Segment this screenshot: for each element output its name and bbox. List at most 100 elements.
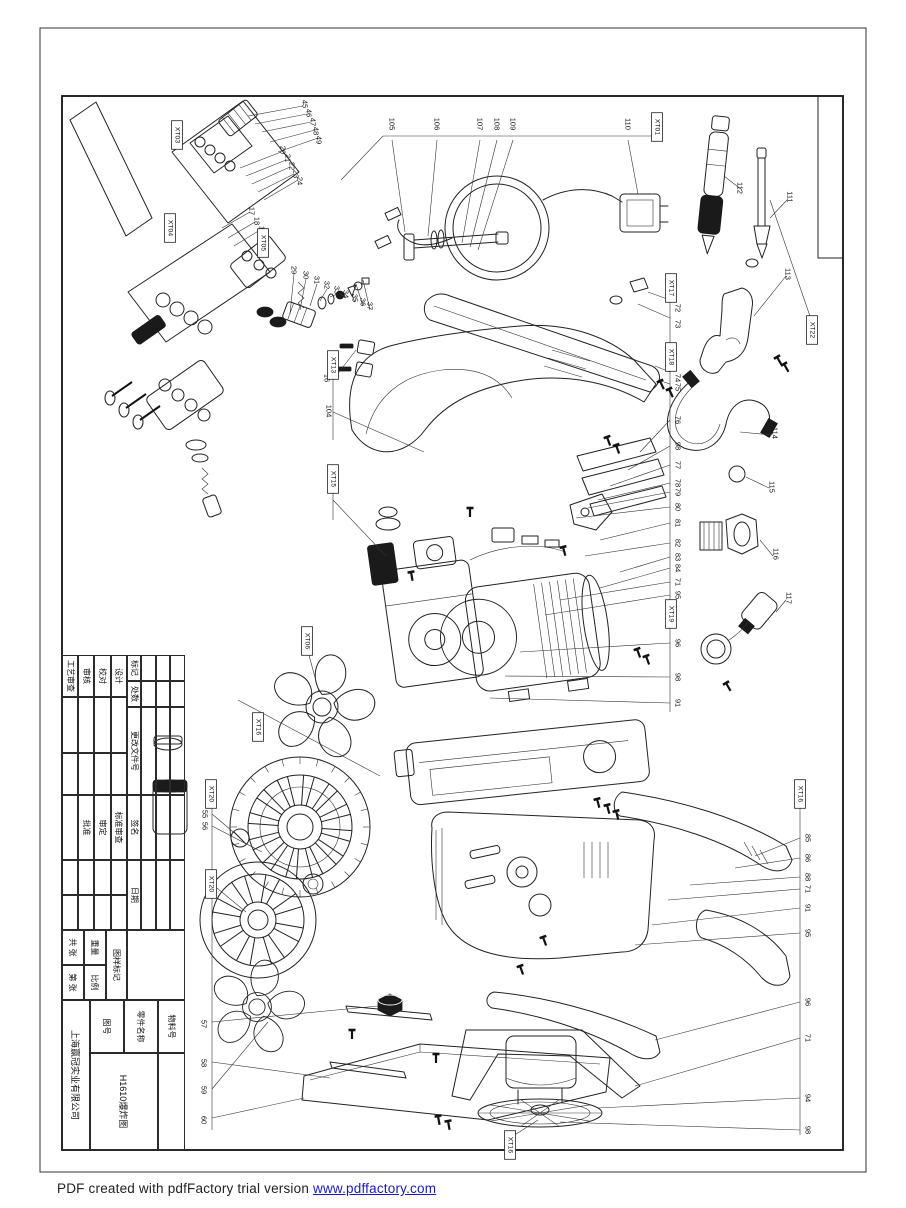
assembly-ref-label: XT16 xyxy=(504,1130,516,1160)
pump-motor-assembly xyxy=(152,506,610,835)
svg-text:XT15: XT15 xyxy=(330,471,337,487)
callout-number: 80 xyxy=(674,503,683,511)
callout-number: 83 xyxy=(674,553,683,561)
title-block-cell-audit: 审核 xyxy=(78,655,95,697)
screw xyxy=(780,361,790,373)
callout-number: 95 xyxy=(674,591,683,599)
assembly-ref-label: XT03 xyxy=(171,120,183,150)
callout-number: 71 xyxy=(804,885,813,893)
callout-number: 35 xyxy=(351,294,360,302)
callout-number: 24 xyxy=(296,177,305,185)
assembly-ref-label: XT18 xyxy=(665,342,677,372)
spray-accessories xyxy=(667,115,778,665)
callout-number: 59 xyxy=(200,1086,209,1094)
assembly-ref-label: XT13 xyxy=(327,350,339,380)
callout-number: 46 xyxy=(305,109,314,117)
callout-number: 55 xyxy=(201,810,210,818)
screw xyxy=(612,808,620,820)
callout-number: 113 xyxy=(784,268,793,280)
screw xyxy=(656,378,665,390)
callout-number: 76 xyxy=(674,416,683,424)
screw xyxy=(466,506,474,517)
screw xyxy=(603,802,611,814)
exploded-parts-art: 1051061071081091101111121131141151161177… xyxy=(69,99,818,1160)
callout-number: 18 xyxy=(253,217,262,225)
screw xyxy=(722,680,732,692)
title-block-cell xyxy=(94,753,111,795)
title-block-cell xyxy=(141,655,156,681)
callout-number: 91 xyxy=(674,699,683,707)
callout-number: 115 xyxy=(768,481,777,493)
title-block-cell xyxy=(156,707,171,795)
title-block-cell xyxy=(62,860,79,895)
callout-leader-lines xyxy=(211,105,813,1139)
assembly-ref-label: XT22 xyxy=(806,315,818,345)
screw xyxy=(432,1052,440,1063)
callout-number: 98 xyxy=(674,442,683,450)
title-block-cell-drawing_mark: 图样标记 xyxy=(106,930,127,1000)
screw xyxy=(434,1114,442,1126)
callout-number: 60 xyxy=(200,1116,209,1124)
assembly-ref-label: XT01 xyxy=(651,112,663,142)
side-rails xyxy=(486,791,793,1060)
title-block-cell xyxy=(141,707,156,795)
rear-panels xyxy=(569,437,667,531)
chassis-plate xyxy=(393,719,650,806)
title-block-cell-weight: 重量 xyxy=(84,930,106,965)
assembly-ref-label: XT15 xyxy=(327,464,339,494)
callout-number: 91 xyxy=(804,904,813,912)
title-block-cell-design: 设计 xyxy=(110,655,127,697)
svg-text:XT16: XT16 xyxy=(797,786,804,802)
callout-number: 116 xyxy=(772,548,781,560)
title-block-cell-sheets_total: 共 张 xyxy=(62,930,84,965)
title-block-cell xyxy=(78,697,95,753)
title-block-cell xyxy=(158,1053,185,1150)
callout-number: 98 xyxy=(804,1126,813,1134)
svg-text:XT20: XT20 xyxy=(208,786,215,802)
title-block-cell-count: 处数 xyxy=(127,681,142,707)
title-block-cell-material_no: 物料号 xyxy=(158,1000,185,1053)
assembly-ref-label: XT06 xyxy=(301,626,313,656)
title-block-cell xyxy=(156,860,171,930)
callout-number: 56 xyxy=(201,822,210,830)
title-block-cell-approve: 审定 xyxy=(94,795,111,860)
svg-text:XT05: XT05 xyxy=(260,235,267,251)
wheel-spoked xyxy=(229,756,371,898)
cap-screw xyxy=(230,828,250,848)
title-block-cell-process_review: 工艺审查 xyxy=(62,655,79,697)
power-cord-assembly xyxy=(374,175,669,281)
title-block-cell-part_name: 零件名称 xyxy=(124,1000,158,1053)
callout-number: 84 xyxy=(674,564,683,572)
callout-number: 75 xyxy=(674,383,683,391)
screw xyxy=(407,570,415,582)
svg-text:XT16: XT16 xyxy=(255,719,262,735)
callout-number: 22 xyxy=(288,162,297,170)
callout-number: 85 xyxy=(804,834,813,842)
title-block-cell-mark: 标记 xyxy=(127,655,142,681)
screw xyxy=(642,653,651,665)
callout-number: 36 xyxy=(359,298,368,306)
callout-number: 29 xyxy=(290,266,299,274)
svg-text:XT20: XT20 xyxy=(208,876,215,892)
screw xyxy=(516,963,525,975)
title-block: 标记处数更改文件号签名日期设计标准审查校对审定审核批准工艺审查图样标记重量比例共… xyxy=(62,655,185,1150)
callout-number: 86 xyxy=(804,854,813,862)
screw xyxy=(603,434,612,446)
fan-disk xyxy=(477,1087,603,1128)
title-block-cell xyxy=(110,860,127,895)
title-block-cell xyxy=(62,697,79,753)
callout-number: 96 xyxy=(804,998,813,1006)
callout-number: 107 xyxy=(476,118,485,131)
title-block-cell xyxy=(62,753,79,795)
title-block-cell xyxy=(170,681,185,707)
title-block-cell-part_name_value: H1610爆炸图 xyxy=(90,1053,158,1150)
callout-number: 72 xyxy=(674,304,683,312)
callout-number: 109 xyxy=(509,118,518,131)
screw xyxy=(559,544,567,556)
title-block-cell-ratify: 批准 xyxy=(78,795,95,860)
callout-number: 16 xyxy=(323,374,332,382)
screws xyxy=(348,354,790,1131)
title-block-cell xyxy=(141,681,156,707)
title-block-cell xyxy=(170,655,185,681)
footer-link[interactable]: www.pdffactory.com xyxy=(313,1181,437,1196)
